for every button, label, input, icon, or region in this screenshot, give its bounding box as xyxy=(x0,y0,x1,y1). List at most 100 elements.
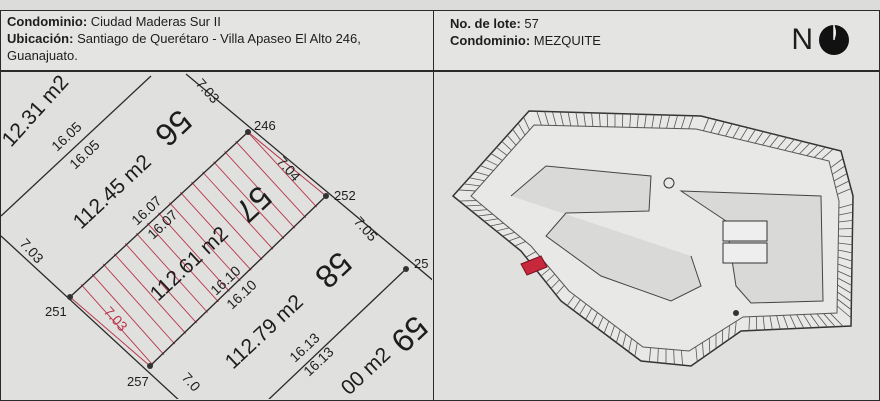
hatch-line xyxy=(91,273,165,355)
lot-divider xyxy=(837,277,852,286)
lot-divider xyxy=(837,263,853,270)
lot-divider xyxy=(506,135,517,146)
hatch-line xyxy=(213,161,285,240)
lot-divider xyxy=(658,114,663,129)
lot-divider xyxy=(809,313,820,328)
vertex-markers xyxy=(67,129,409,369)
hatch-line xyxy=(235,140,307,218)
lot-detail-plan: 246 252 251 257 25 12.31 m2 112.45 m2 11… xyxy=(0,71,434,401)
lot-divider xyxy=(732,125,741,139)
lot-divider xyxy=(555,285,565,296)
hatch-line xyxy=(135,232,208,313)
lot-divider xyxy=(512,128,521,141)
lote-label: No. de lote: xyxy=(450,16,521,31)
lot-divider xyxy=(830,158,844,168)
lot-detail-svg: 246 252 251 257 25 12.31 m2 112.45 m2 11… xyxy=(1,72,432,399)
lot-divider xyxy=(616,329,621,343)
lot-divider xyxy=(838,242,853,246)
hatch-line xyxy=(113,253,187,334)
lot-divider xyxy=(721,329,724,345)
lot-divider xyxy=(776,137,787,149)
condominio-label: Condominio: xyxy=(7,14,88,29)
lot-divider xyxy=(762,133,772,146)
lot-divider xyxy=(579,303,587,316)
lot-boundaries xyxy=(1,73,432,399)
lot-divider xyxy=(836,305,852,319)
lot-divider xyxy=(458,189,476,192)
lot-divider xyxy=(806,144,818,156)
hatch-line xyxy=(80,284,154,366)
lot-divider xyxy=(717,121,725,135)
site-location-map xyxy=(433,71,880,401)
lot-divider xyxy=(648,347,652,362)
lot-divider xyxy=(540,268,551,277)
lot-divider xyxy=(739,127,749,140)
lot-divider xyxy=(784,139,795,151)
lot-divider xyxy=(789,314,797,329)
hatch-line xyxy=(169,202,241,282)
lot-divider xyxy=(747,129,756,142)
vertex-257: 257 xyxy=(127,374,149,389)
lot-divider xyxy=(833,173,848,182)
north-half-circle-icon xyxy=(819,25,849,55)
lot-divider xyxy=(725,123,733,137)
lot-divider xyxy=(525,251,536,258)
lot-divider xyxy=(609,325,615,339)
lot-57-location-marker xyxy=(520,255,548,276)
lot-divider xyxy=(591,112,594,127)
lot-divider xyxy=(702,342,704,358)
north-label: N xyxy=(791,23,813,56)
lot-57-front: 7.04 xyxy=(274,153,304,184)
lot-divider xyxy=(598,113,601,127)
lot-divider xyxy=(728,325,730,340)
lot-divider xyxy=(517,122,526,136)
hatch-line xyxy=(158,212,230,292)
lot-divider xyxy=(688,115,694,129)
lot-divider xyxy=(566,295,576,306)
lot-divider xyxy=(485,159,499,166)
condominio2-value: MEZQUITE xyxy=(533,33,601,48)
lot-divider xyxy=(622,333,627,348)
lot-divider xyxy=(552,111,557,126)
lot-59-number: 59 xyxy=(384,309,432,360)
lot-divider xyxy=(508,236,521,242)
lot-56-number: 56 xyxy=(148,103,199,154)
lot-divider xyxy=(748,316,751,331)
lot-divider xyxy=(536,111,542,126)
lot-divider xyxy=(673,349,675,365)
lot-58-number: 58 xyxy=(308,245,359,296)
header-project-info: Condominio: Ciudad Maderas Sur II Ubicac… xyxy=(0,10,434,71)
header-lot-info: No. de lote: 57 Condominio: MEZQUITE N xyxy=(433,10,880,71)
lot-divider xyxy=(636,114,639,128)
lote-value: 57 xyxy=(524,16,539,31)
lot-divider xyxy=(480,165,494,172)
lot-divider xyxy=(703,117,710,131)
lot-divider xyxy=(837,188,852,195)
vertex-252: 252 xyxy=(334,188,356,203)
lot-divider xyxy=(634,342,638,357)
lot-divider xyxy=(835,180,850,189)
hatch-line xyxy=(202,171,274,250)
lot-divider xyxy=(799,142,811,155)
lot-divider xyxy=(734,321,737,336)
lot-divider xyxy=(603,321,610,334)
lot-divider xyxy=(591,312,598,325)
lot-divider xyxy=(796,314,805,329)
lot-divider xyxy=(666,114,671,129)
lot-divider xyxy=(502,231,515,237)
lot-divider xyxy=(490,222,504,227)
lot-divider xyxy=(477,213,493,217)
lot-divider xyxy=(575,112,579,127)
lot-divider xyxy=(837,256,853,262)
lot-divider xyxy=(490,153,503,161)
lot-divider xyxy=(463,183,481,187)
lot-divider xyxy=(832,165,846,175)
lot-divider xyxy=(545,273,556,283)
lot-divider xyxy=(657,348,659,363)
lot-divider xyxy=(474,171,490,177)
lot-divider xyxy=(776,315,781,330)
lot-57-back: 7.03 xyxy=(101,303,131,334)
lot-divider xyxy=(680,350,684,366)
north-indicator: N xyxy=(791,23,851,57)
lot-divider xyxy=(838,219,853,223)
